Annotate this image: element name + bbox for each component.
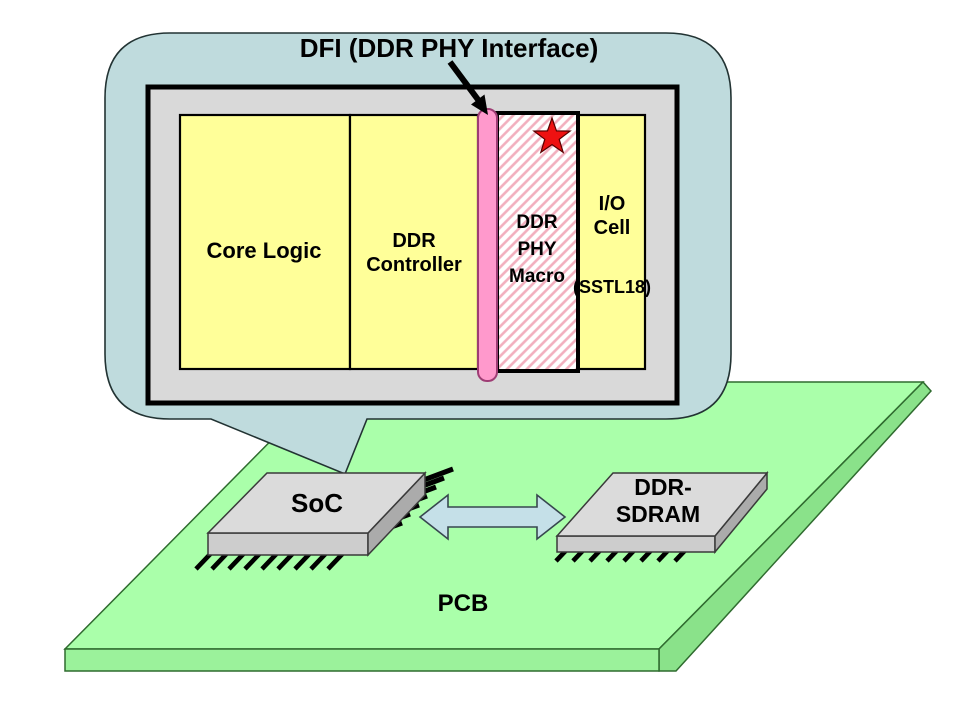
ddr-phy-macro-label-line3: Macro [509, 266, 565, 287]
ddr-controller-label-line2: Controller [366, 254, 462, 276]
core-logic-block [178, 113, 352, 371]
core-logic-label: Core Logic [207, 238, 322, 263]
soc-die: Core Logic DDR Controller DDR PHY Macro … [145, 84, 680, 406]
ddr-controller-label-line1: DDR [392, 230, 436, 252]
dram-top-face [555, 472, 769, 537]
soc-chip: SoC [194, 466, 454, 571]
dram-chip: DDR- SDRAM [554, 470, 769, 563]
io-cell-label-line1: I/O [599, 193, 626, 215]
ddr-controller-block [348, 113, 480, 371]
io-cell-block [576, 113, 647, 371]
soc-front-face [207, 532, 369, 556]
dram-label-line2: SDRAM [616, 501, 700, 527]
dram-label-line1: DDR- [634, 474, 692, 500]
pcb-label: PCB [438, 590, 489, 617]
diagram-title: DFI (DDR PHY Interface) [300, 33, 599, 63]
dfi-interface-bar [477, 108, 498, 382]
star-icon [532, 116, 572, 154]
dfi-pointer-arrow-icon [447, 60, 488, 115]
io-standard-label: (SSTL18) [573, 277, 651, 297]
dram-front-face [556, 535, 716, 553]
ddr-phy-macro-block [495, 111, 580, 373]
ddr-phy-macro-label-line1: DDR [516, 212, 557, 233]
soc-top-face [206, 472, 427, 534]
soc-dram-bus-arrow-icon [418, 493, 567, 541]
pcb-front-face [64, 648, 660, 672]
io-cell-label-line2: Cell [594, 217, 631, 239]
soc-label: SoC [291, 488, 343, 518]
ddr-phy-macro-label-line2: PHY [517, 239, 556, 260]
